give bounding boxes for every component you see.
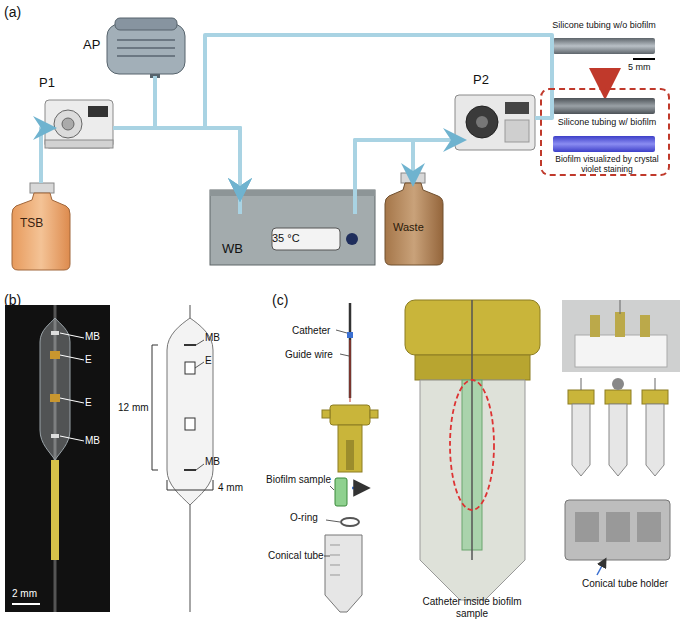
bottle: TSB <box>12 183 70 270</box>
holder-photo <box>562 300 680 372</box>
waste-bottle <box>385 173 443 265</box>
tubing-connector <box>355 140 413 190</box>
part-label: MB <box>85 331 100 343</box>
catheter-photo <box>5 305 110 612</box>
part-label: MB <box>205 456 220 468</box>
dimension-label: 4 mm <box>218 482 243 494</box>
caption-text: Silicone tubing w/o biofilm <box>548 20 660 30</box>
panel-label: (b) <box>4 292 21 308</box>
panel-label: (c) <box>272 292 288 308</box>
node-text: 35 °C <box>272 232 300 245</box>
node-label: WB <box>222 242 243 257</box>
tubing-connector <box>41 128 45 183</box>
caption-text: Catheter inside biofilm sample <box>422 596 522 619</box>
node-text: Biofilm visualized by crystal violet sta… <box>546 155 668 175</box>
scale-label: 5 mm <box>628 62 651 72</box>
node-label: P2 <box>473 73 489 88</box>
water-bath: WB 35 °C <box>210 190 375 265</box>
tubing-connector <box>113 128 240 190</box>
peristaltic-pump <box>45 100 113 148</box>
peristaltic-pump <box>455 95 535 150</box>
assembled-tube <box>405 300 540 600</box>
tubing-connector <box>155 76 240 190</box>
pump: P1 <box>45 98 113 148</box>
node-label: TSB <box>20 217 43 231</box>
dimension-label: 12 mm <box>118 402 149 414</box>
pump: P2 <box>455 95 535 150</box>
water-bath <box>210 190 375 265</box>
scale-label: 2 mm <box>12 588 37 600</box>
part-label: Guide wire <box>285 349 333 361</box>
part-label: MB <box>85 435 100 447</box>
tubing-connector <box>355 140 455 190</box>
tubing-connector <box>205 35 552 190</box>
part-label: MB <box>205 332 220 344</box>
tube-set <box>568 378 668 476</box>
tube-holder <box>565 500 670 575</box>
part-label: Conical tube <box>268 550 324 562</box>
part-label: Catheter <box>292 325 330 337</box>
node-label: AP <box>83 38 100 53</box>
part-label: Biofilm sample <box>266 474 332 486</box>
panel-label: (a) <box>4 4 21 20</box>
caption-text: Conical tube holder <box>570 578 680 590</box>
part-label: O-ring <box>290 512 318 524</box>
tubing-sample <box>553 38 655 152</box>
node-label: Waste <box>393 221 424 234</box>
node-label: Silicone tubing w/ biofilm <box>542 117 672 127</box>
bottle: Waste <box>385 175 443 265</box>
pump: AP <box>107 18 185 76</box>
part-label: E <box>85 397 92 409</box>
air-pump <box>107 18 185 78</box>
part-label: E <box>205 355 212 367</box>
dashed-group: Silicone tubing w/ biofilmBiofilm visual… <box>540 88 670 176</box>
node-label: P1 <box>39 76 55 91</box>
tsb-bottle <box>12 183 70 270</box>
part-label: E <box>85 354 92 366</box>
catheter-schematic <box>152 305 213 612</box>
